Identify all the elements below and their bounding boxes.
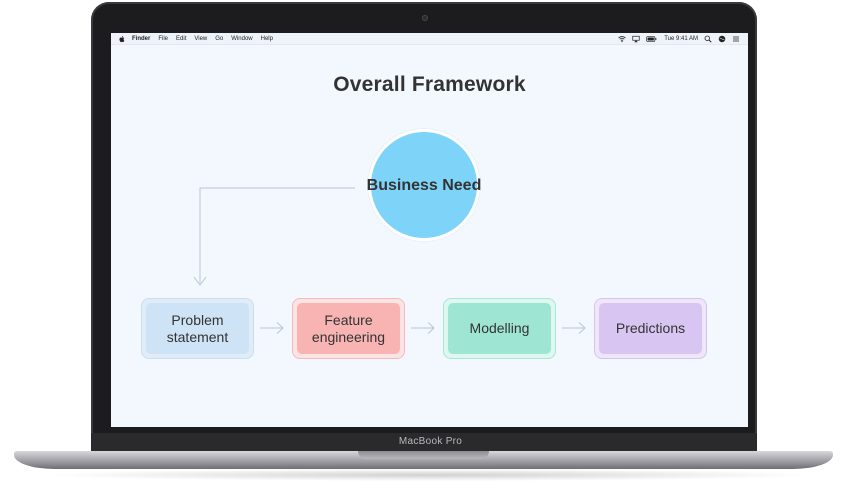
step-box: Modelling <box>448 303 551 354</box>
step-label: Predictions <box>615 320 686 336</box>
menu-file[interactable]: File <box>158 35 169 42</box>
business-need-label: Business Need <box>366 177 482 194</box>
screen: Finder File Edit View Go Window Help <box>111 33 748 427</box>
step-predictions: Predictions <box>594 298 707 359</box>
menu-bar: Finder File Edit View Go Window Help <box>111 33 748 45</box>
connector-elbow <box>199 187 355 283</box>
laptop-opening-notch <box>358 451 489 459</box>
laptop-shadow <box>40 469 820 481</box>
list-icon[interactable] <box>732 35 740 43</box>
camera-icon <box>422 15 428 21</box>
siri-icon[interactable] <box>718 35 726 43</box>
page-title: Overall Framework <box>333 73 526 96</box>
apple-icon[interactable] <box>118 35 126 43</box>
wifi-icon[interactable] <box>618 35 626 43</box>
menu-window[interactable]: Window <box>231 35 253 42</box>
arrow-right-icon <box>562 322 586 334</box>
step-label-line: Feature <box>324 311 373 328</box>
menu-go[interactable]: Go <box>215 35 224 42</box>
status-area: Tue 9:41 AM <box>612 35 740 43</box>
device-model-label: MacBook Pro <box>398 436 463 447</box>
laptop-chin <box>91 433 757 455</box>
step-label-line: engineering <box>311 328 386 345</box>
step-label-line: Problem <box>171 311 224 328</box>
menu-edit[interactable]: Edit <box>176 35 187 42</box>
menu-view[interactable]: View <box>194 35 208 42</box>
battery-icon[interactable] <box>646 35 657 43</box>
menu-help[interactable]: Help <box>260 35 273 42</box>
arrow-right-icon <box>411 322 435 334</box>
menu-finder[interactable]: Finder <box>132 35 151 42</box>
menu-clock[interactable]: Tue 9:41 AM <box>664 35 698 42</box>
airplay-icon[interactable] <box>632 35 640 43</box>
step-box: Predictions <box>599 303 702 354</box>
step-label-line: statement <box>166 328 229 345</box>
business-need-node <box>368 129 480 241</box>
arrow-right-icon <box>260 322 284 334</box>
search-icon[interactable] <box>704 35 712 43</box>
step-label: Modelling <box>469 320 530 336</box>
step-modelling: Modelling <box>443 298 556 359</box>
laptop-base <box>14 451 833 469</box>
connector-arrowhead <box>193 276 207 286</box>
